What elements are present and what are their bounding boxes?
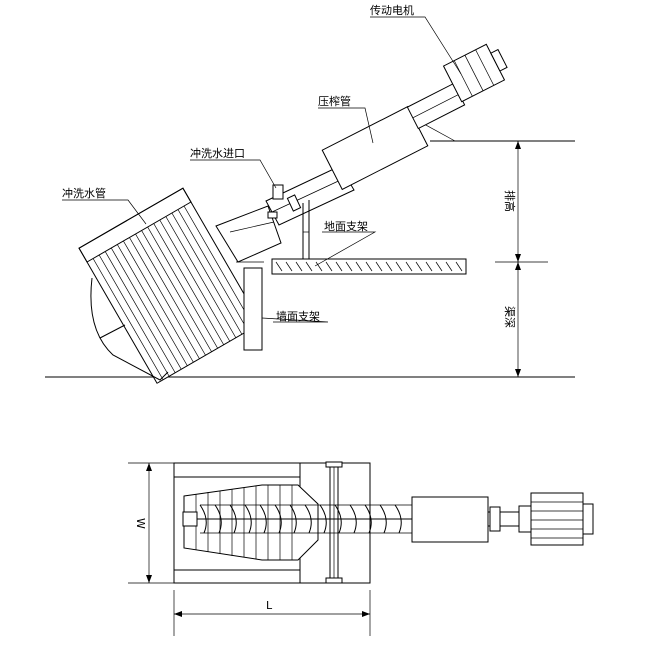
ground-support-label: 地面支架 [324,220,368,233]
wall-support-label: 墙面支架 [276,309,320,323]
motor-top [530,492,584,546]
screen-basket [78,187,262,384]
leader-lines [62,16,462,323]
width-label: W [134,518,147,529]
tube-small-port [267,211,278,219]
top-view: W L [128,461,594,636]
basket-trough [90,277,169,381]
dim-arrow-mid-up [515,254,521,262]
length-label: L [266,599,273,612]
drive-motor [442,43,508,103]
press-tube-label: 压榨管 [318,94,351,108]
motor-end-cap [582,503,594,535]
wash-water-inlet-stub [272,184,284,200]
channel-depth-label: 渠深 [503,306,516,328]
ground-support-stand [302,200,310,260]
wall-support [243,267,263,351]
press-tube [321,105,429,191]
discharge-height-label: 排高 [503,190,517,212]
screw-shaft-end [182,511,198,527]
tube-flange [286,194,302,212]
channel-outline [173,462,371,584]
dim-arrow-bottom [515,369,521,377]
screw-spiral [199,504,402,534]
wash-water-pipe-label: 冲洗水管 [62,186,106,200]
motor-label: 传动电机 [370,3,414,17]
transition-cone [215,205,282,263]
wash-water-inlet-label: 冲洗水进口 [190,146,245,160]
press-tube-top [411,496,489,543]
side-view: 传动电机 压榨管 冲洗水进口 冲洗水管 地面支架 墙面支架 排高 渠深 [45,3,575,384]
ground-beam [271,258,467,275]
basket-bottom-shaft [99,324,126,339]
dim-arrow-mid-down [515,262,521,270]
coupling [518,505,532,533]
dim-arrow-top [515,141,521,149]
